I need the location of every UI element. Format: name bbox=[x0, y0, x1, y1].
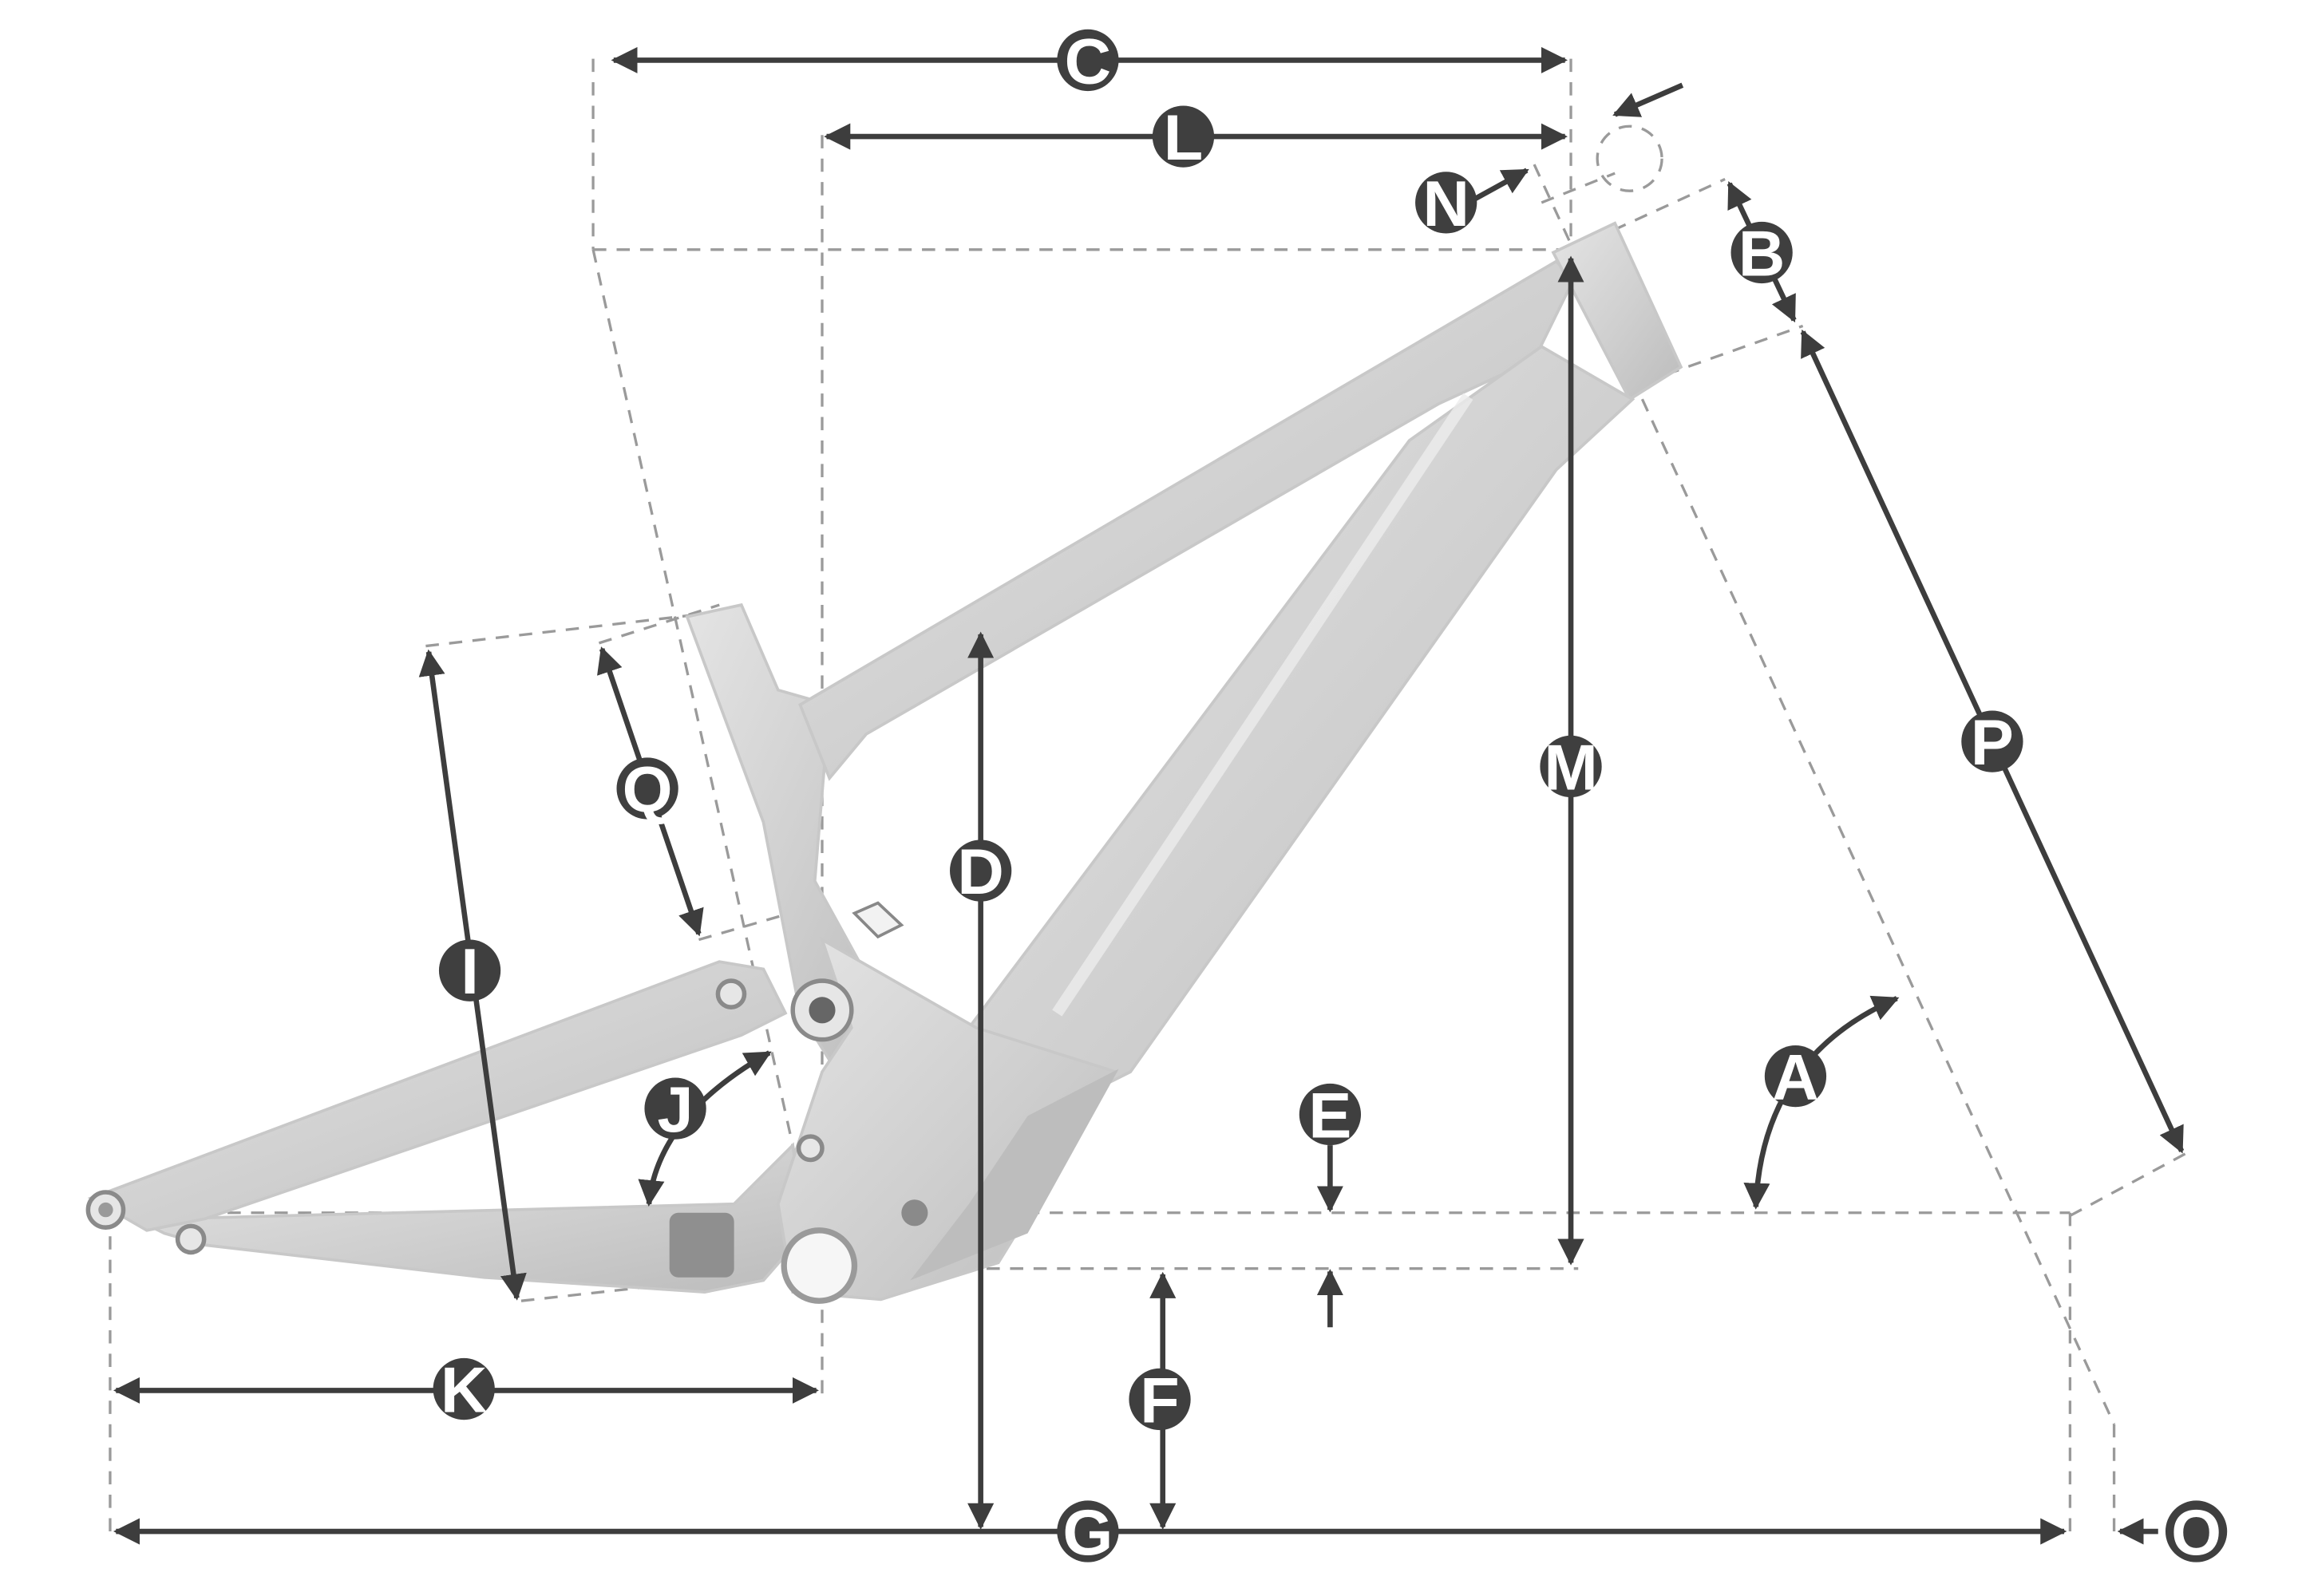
seatstay-pivot-bolt bbox=[715, 978, 747, 1009]
lower-bolt bbox=[901, 1199, 928, 1227]
svg-text:F: F bbox=[1140, 1365, 1179, 1436]
svg-text:B: B bbox=[1738, 218, 1785, 290]
svg-text:I: I bbox=[461, 936, 478, 1008]
dropout-window bbox=[669, 1212, 734, 1278]
label-badge-k: K bbox=[433, 1354, 495, 1426]
frame-cutout bbox=[852, 901, 904, 939]
svg-text:D: D bbox=[957, 836, 1003, 908]
label-badge-o: O bbox=[2165, 1497, 2228, 1569]
label-badge-g: G bbox=[1057, 1497, 1119, 1569]
label-badge-m: M bbox=[1540, 732, 1602, 804]
bottom-bracket-shell bbox=[781, 1227, 858, 1304]
bike-frame bbox=[85, 221, 1683, 1304]
link-bolt bbox=[796, 1134, 825, 1163]
label-badge-n: N bbox=[1415, 168, 1477, 240]
svg-text:A: A bbox=[1772, 1041, 1818, 1113]
svg-text:E: E bbox=[1308, 1080, 1351, 1152]
svg-text:Q: Q bbox=[623, 754, 673, 826]
label-badge-f: F bbox=[1129, 1365, 1191, 1436]
motor-cover bbox=[910, 1069, 1119, 1281]
label-badge-p: P bbox=[1961, 707, 2023, 779]
label-badge-d: D bbox=[950, 836, 1012, 908]
chainstay-pivot-bolt bbox=[175, 1223, 207, 1255]
label-badge-l: L bbox=[1152, 102, 1215, 174]
label-badge-q: Q bbox=[616, 754, 678, 826]
svg-text:N: N bbox=[1422, 168, 1469, 240]
dimension-badges: C L N B M P D Q bbox=[433, 26, 2228, 1569]
svg-text:O: O bbox=[2171, 1497, 2221, 1569]
label-badge-i: I bbox=[438, 936, 501, 1008]
label-badge-a: A bbox=[1764, 1041, 1827, 1114]
svg-text:G: G bbox=[1062, 1497, 1113, 1569]
svg-text:L: L bbox=[1164, 102, 1203, 174]
label-badge-j: J bbox=[644, 1074, 706, 1146]
svg-text:C: C bbox=[1065, 26, 1111, 97]
svg-text:P: P bbox=[1971, 707, 2014, 779]
label-badge-b: B bbox=[1730, 218, 1793, 290]
label-badge-e: E bbox=[1299, 1080, 1362, 1152]
label-badge-c: C bbox=[1057, 26, 1119, 97]
svg-text:K: K bbox=[441, 1354, 487, 1426]
head-tube bbox=[1551, 221, 1683, 402]
svg-text:J: J bbox=[658, 1074, 694, 1146]
svg-text:M: M bbox=[1544, 732, 1597, 804]
